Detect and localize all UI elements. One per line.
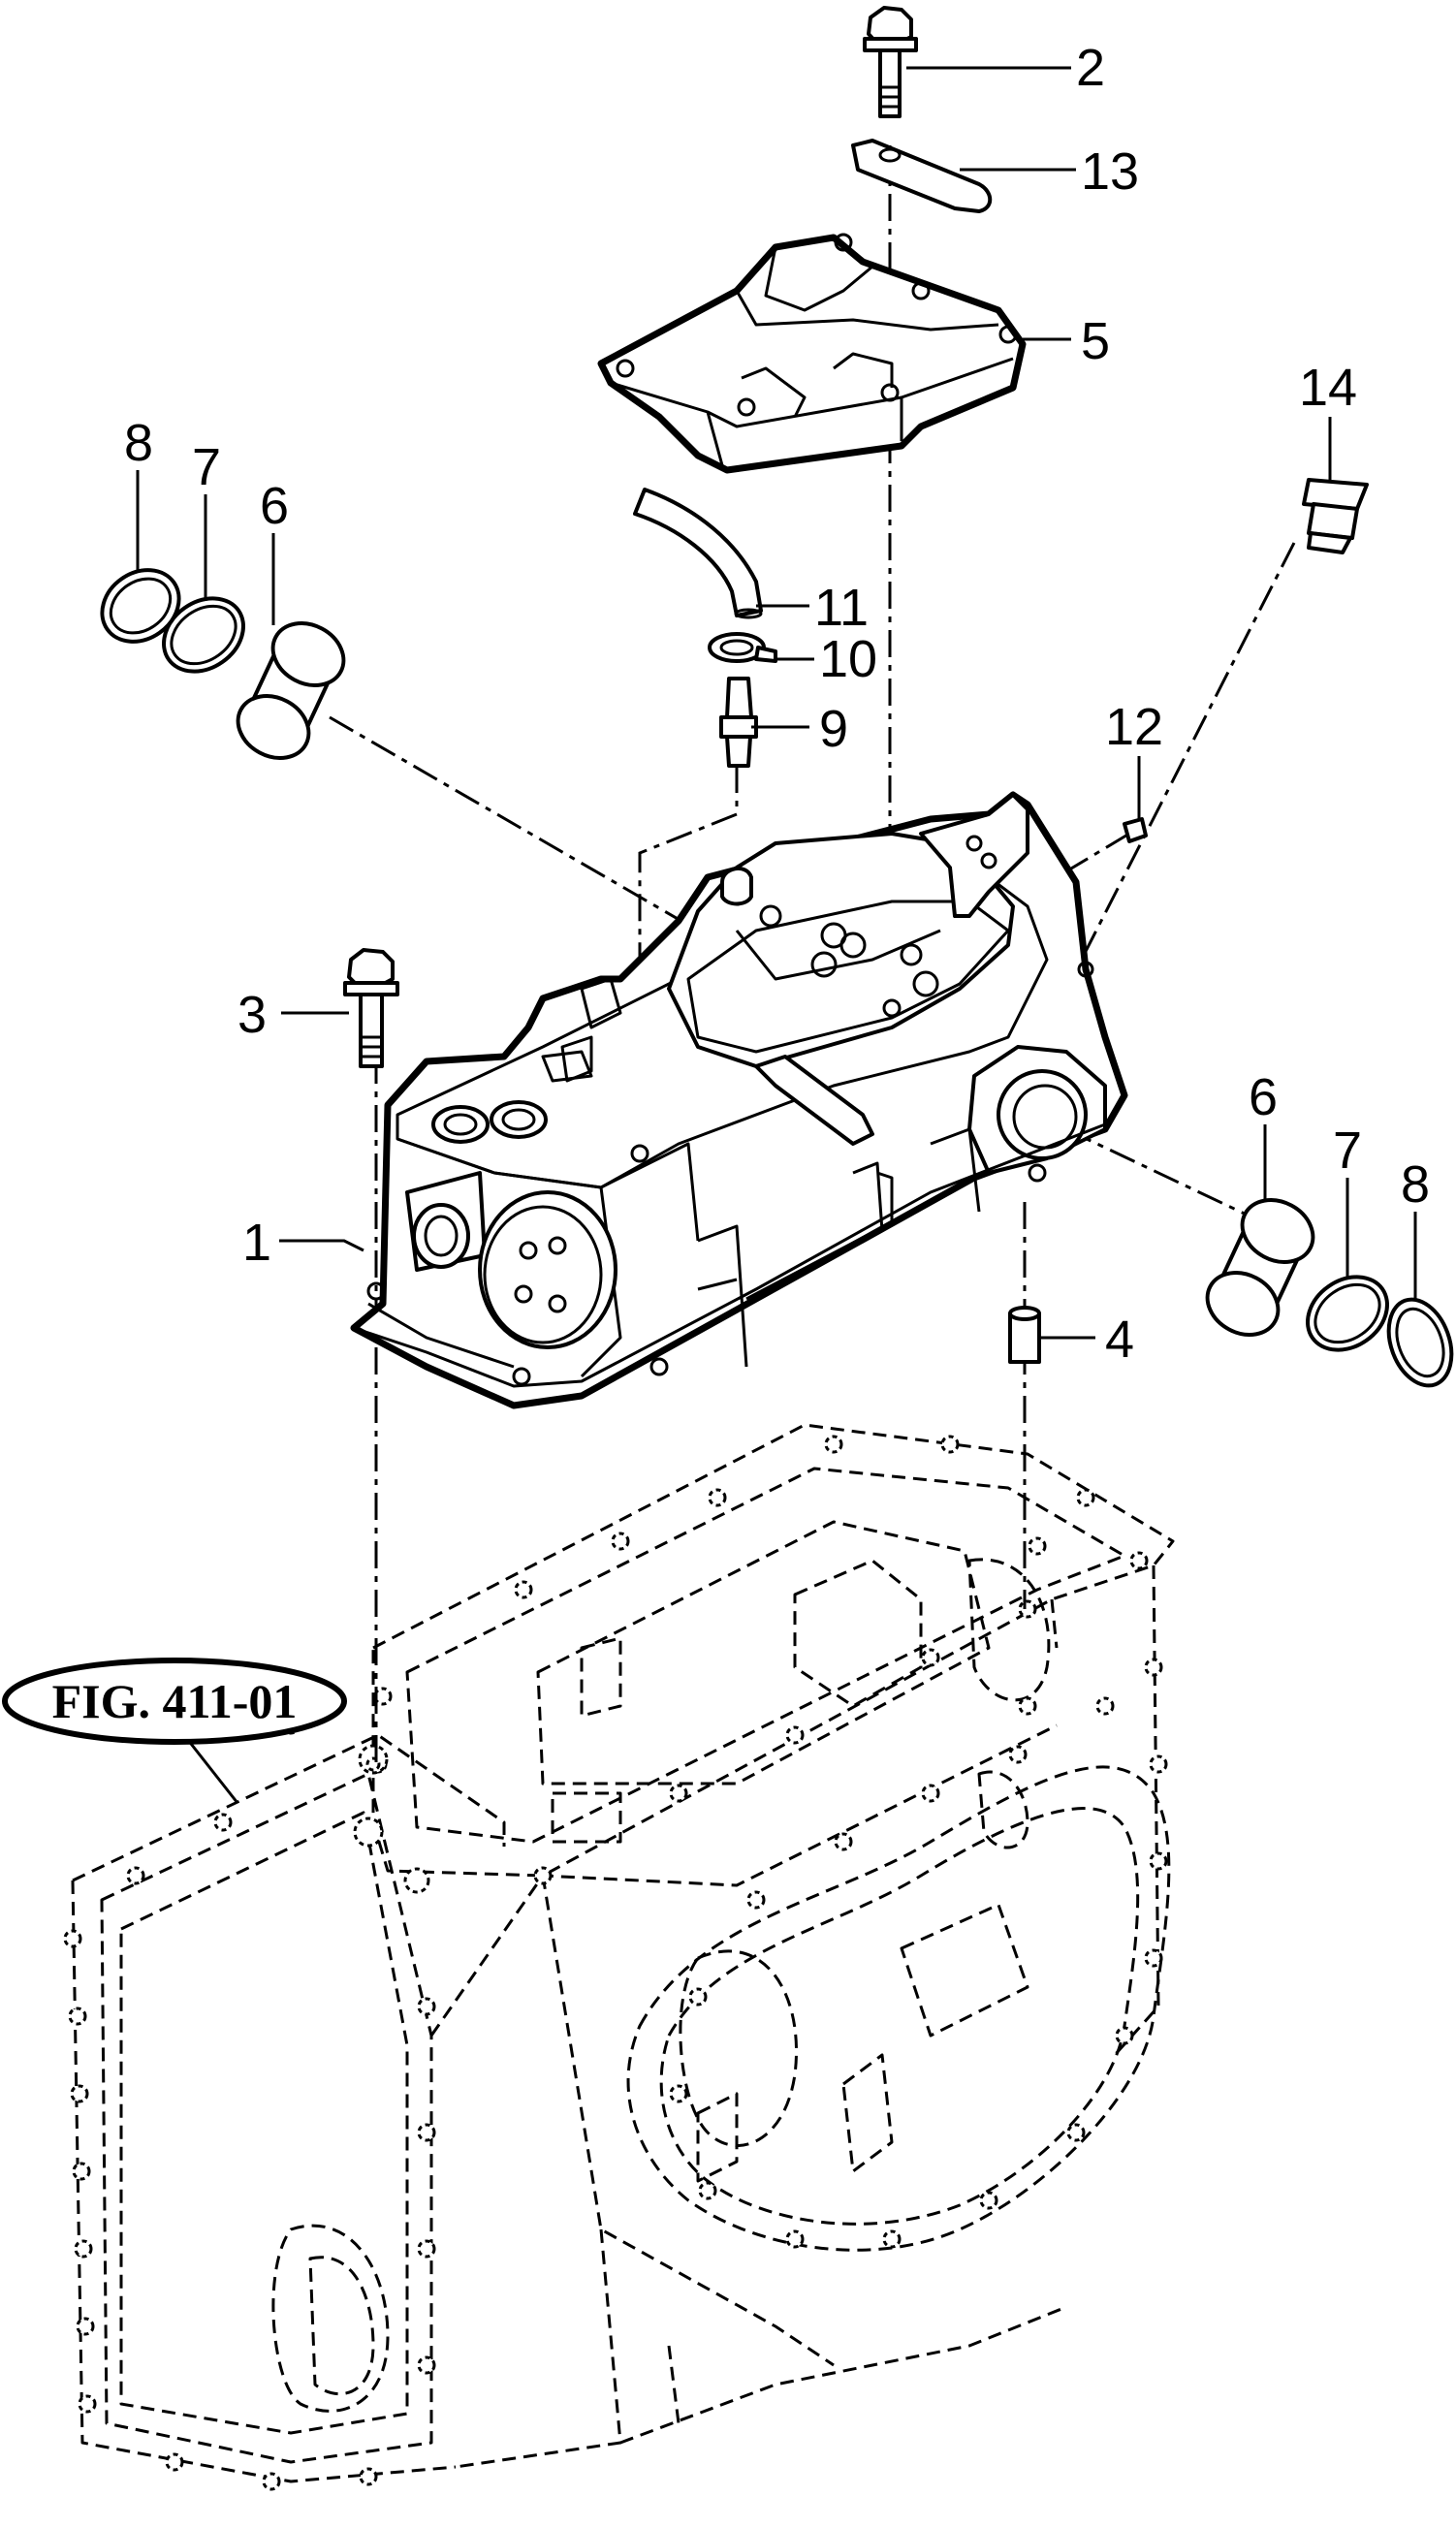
dowel-pin-4 bbox=[1008, 1306, 1041, 1364]
callout-14: 14 bbox=[1299, 359, 1357, 417]
hose-clamp-10 bbox=[708, 632, 777, 663]
callout-10: 10 bbox=[819, 630, 877, 688]
callout-9: 9 bbox=[819, 700, 848, 758]
callout-4: 4 bbox=[1105, 1311, 1134, 1369]
o-ring-7-right bbox=[1306, 1275, 1389, 1352]
callout-8-right: 8 bbox=[1401, 1155, 1430, 1214]
plug-12 bbox=[1123, 817, 1148, 843]
callout-11: 11 bbox=[814, 579, 869, 637]
callout-7-left: 7 bbox=[192, 438, 221, 496]
breather-plug-14 bbox=[1302, 478, 1369, 554]
transmission-housing-outline bbox=[71, 1423, 1175, 2483]
callout-2: 2 bbox=[1076, 39, 1105, 97]
callout-labels: 2 13 5 14 8 7 6 11 10 9 12 3 6 7 8 1 4 bbox=[124, 39, 1430, 1369]
callout-1: 1 bbox=[242, 1214, 271, 1272]
callout-6-right: 6 bbox=[1249, 1068, 1278, 1126]
assembly-center-lines bbox=[329, 145, 1296, 1764]
callout-8-left: 8 bbox=[124, 414, 153, 472]
housing-bolt-holes bbox=[63, 1435, 1168, 2491]
bushing-6-left bbox=[236, 621, 346, 760]
callout-3: 3 bbox=[237, 986, 267, 1044]
bolt-3 bbox=[343, 948, 399, 1068]
callout-13: 13 bbox=[1081, 142, 1139, 201]
snap-ring-8-left bbox=[100, 568, 181, 644]
top-cover-plate bbox=[597, 233, 1027, 474]
callout-12: 12 bbox=[1105, 698, 1163, 756]
figure-reference[interactable]: FIG. 411-01 bbox=[2, 1658, 347, 1745]
hose-11 bbox=[633, 488, 763, 619]
fitting-9 bbox=[719, 677, 758, 768]
bolt-2 bbox=[863, 6, 918, 118]
figure-reference-label: FIG. 411-01 bbox=[52, 1674, 298, 1728]
o-ring-7-left bbox=[162, 596, 245, 674]
callout-5: 5 bbox=[1081, 312, 1110, 370]
hydraulic-lift-cover-housing bbox=[350, 791, 1128, 1409]
leader-lines bbox=[136, 66, 1417, 1804]
callout-6-left: 6 bbox=[260, 477, 289, 535]
bushing-6-right bbox=[1205, 1198, 1315, 1337]
lock-plate-13 bbox=[851, 139, 993, 213]
callout-7-right: 7 bbox=[1333, 1122, 1362, 1180]
snap-ring-8-right bbox=[1386, 1297, 1454, 1388]
